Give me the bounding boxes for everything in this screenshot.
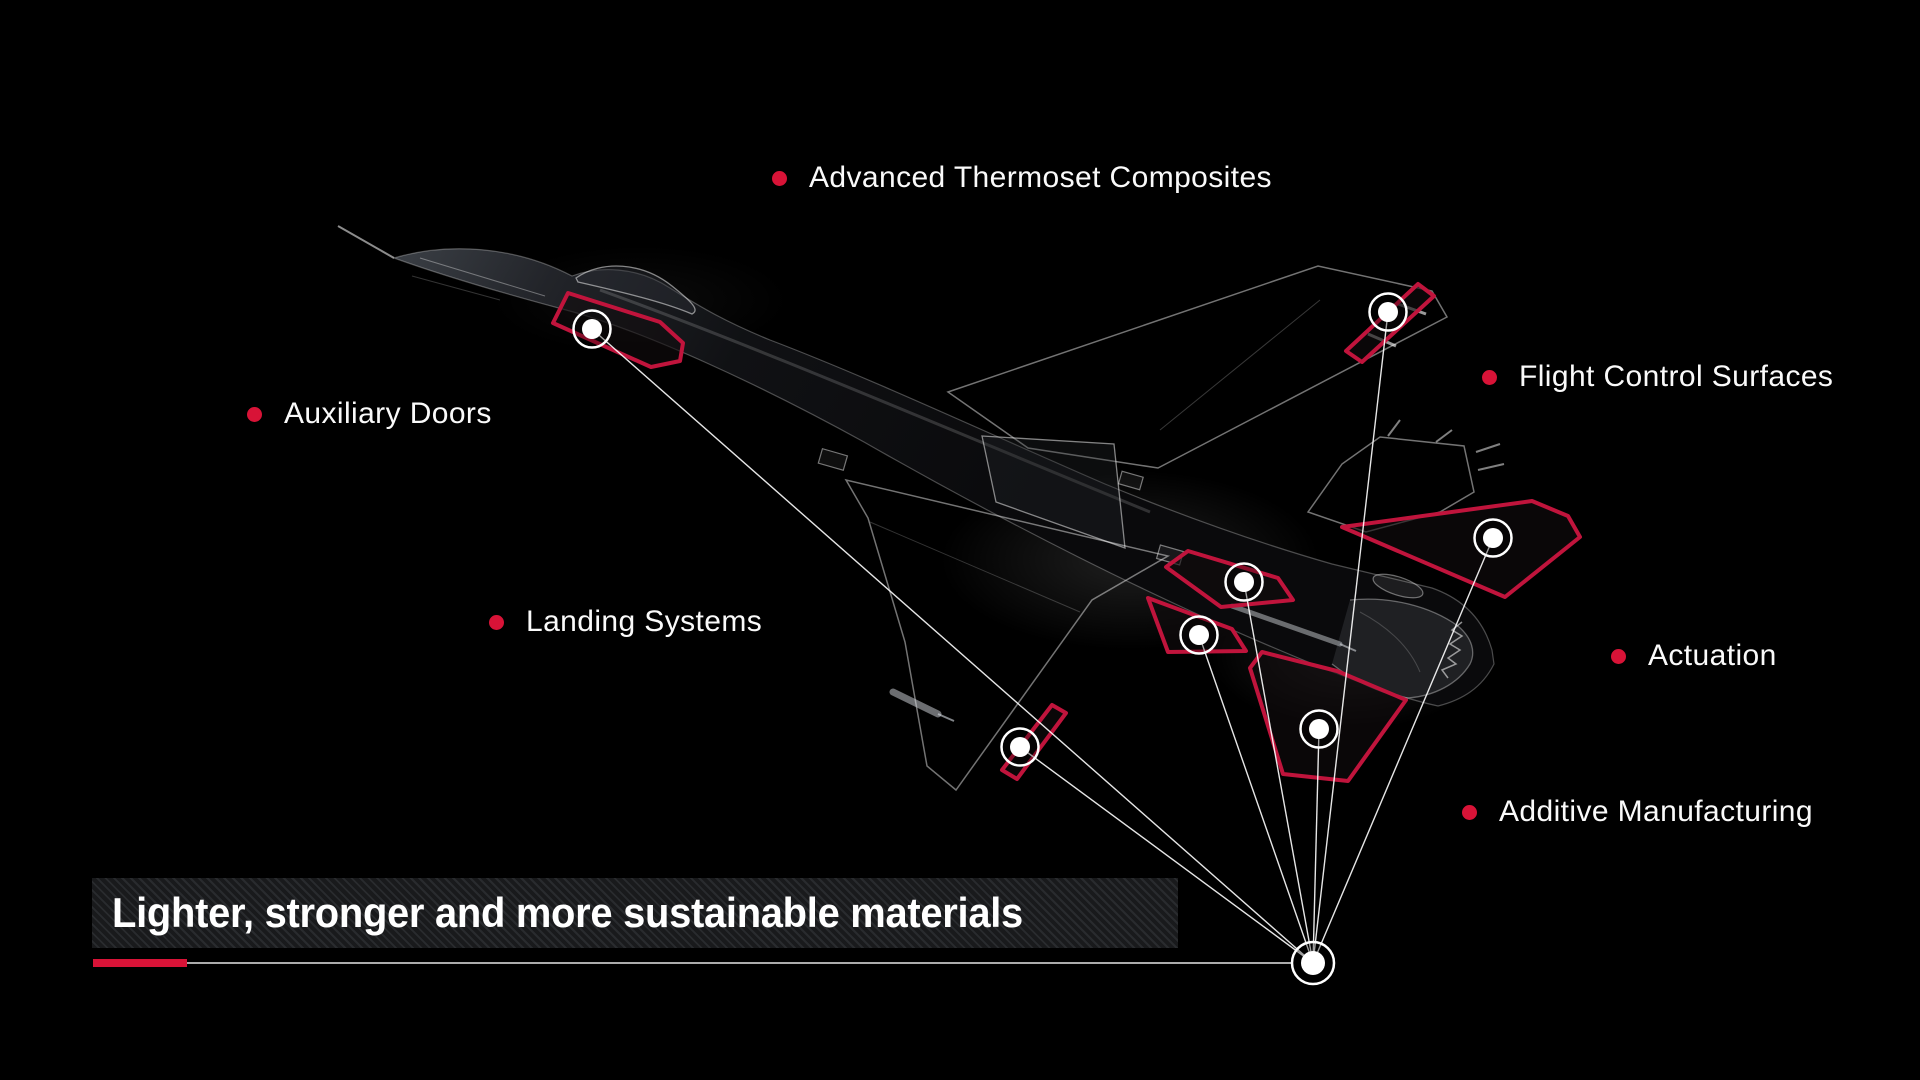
canopy xyxy=(575,265,696,315)
bullet-dot-icon xyxy=(247,406,262,422)
bullet-dot-icon xyxy=(1611,648,1626,664)
nose-highlight xyxy=(411,275,501,301)
hotspot-dot-icon xyxy=(1010,737,1030,757)
callout-actuation: Actuation xyxy=(1611,635,1777,677)
hotspot-dot-icon xyxy=(1301,951,1325,975)
wing-pylon-tip xyxy=(937,713,955,722)
connector-lines xyxy=(591,311,1494,964)
nozzle-shading xyxy=(1359,611,1421,673)
bullet-dot-icon xyxy=(1462,804,1477,820)
hotspot-dot-icon xyxy=(1309,719,1329,739)
highlight-wingtip-flaperon xyxy=(1344,282,1436,364)
connector-line-auxiliary-door-panel xyxy=(591,328,1314,964)
fin-antenna-icon xyxy=(1387,419,1401,437)
callout-landing-systems: Landing Systems xyxy=(489,601,762,643)
highlight-horizontal-stabilizer xyxy=(1340,499,1582,599)
right-wing-panel-line xyxy=(1159,299,1321,431)
accent-bar xyxy=(93,959,187,967)
fin-antenna-icon xyxy=(1435,429,1453,443)
stabilizer-root-fairing xyxy=(1372,573,1424,599)
callout-auxiliary-doors: Auxiliary Doors xyxy=(247,393,492,435)
callout-label: Flight Control Surfaces xyxy=(1519,360,1834,393)
right-wing xyxy=(946,265,1449,469)
connector-line-ventral-flap xyxy=(1312,728,1320,964)
nozzle-serration xyxy=(1440,621,1464,679)
hotspot-marker-mid-fuselage-panel[interactable] xyxy=(1224,562,1264,602)
left-wing-panel-line xyxy=(869,521,1081,613)
fin-tip-probe xyxy=(1475,443,1501,453)
callout-label: Actuation xyxy=(1648,639,1777,672)
bullet-dot-icon xyxy=(489,614,504,630)
callout-additive-manufacturing: Additive Manufacturing xyxy=(1462,791,1813,833)
callout-label: Auxiliary Doors xyxy=(284,397,492,430)
callout-label: Advanced Thermoset Composites xyxy=(809,161,1272,194)
hotspot-dot-icon xyxy=(1189,625,1209,645)
connector-line-wing-flaperon xyxy=(1019,746,1314,964)
hotspot-marker-wing-flaperon[interactable] xyxy=(1000,727,1040,767)
connector-line-horizontal-stabilizer xyxy=(1312,537,1494,964)
hotspot-marker-landing-gear-door[interactable] xyxy=(1179,615,1219,655)
access-panel xyxy=(817,447,849,472)
hotspot-marker-convergence[interactable] xyxy=(1290,940,1336,986)
access-panel xyxy=(1117,470,1144,491)
wing-pylon xyxy=(889,688,942,718)
nose-highlight xyxy=(419,257,546,297)
callout-label: Additive Manufacturing xyxy=(1499,795,1813,828)
left-wing xyxy=(844,478,1171,792)
bullet-dot-icon xyxy=(1482,369,1497,385)
missile-rod-tip xyxy=(1339,643,1357,652)
connector-line-mid-fuselage-panel xyxy=(1243,581,1314,964)
bullet-dot-icon xyxy=(772,170,787,186)
hotspot-marker-ventral-flap[interactable] xyxy=(1299,709,1339,749)
hotspot-dot-icon xyxy=(582,319,602,339)
hotspot-marker-horizontal-stabilizer[interactable] xyxy=(1473,518,1513,558)
hotspot-marker-wingtip-flaperon[interactable] xyxy=(1368,292,1408,332)
slide-title: Lighter, stronger and more sustainable m… xyxy=(112,889,1023,936)
callout-label: Landing Systems xyxy=(526,605,763,638)
connector-line-landing-gear-door xyxy=(1198,634,1314,964)
title-banner: Lighter, stronger and more sustainable m… xyxy=(92,878,1178,948)
connector-line-wingtip-flaperon xyxy=(1312,311,1389,964)
highlight-ventral-flap xyxy=(1248,650,1408,783)
spine-highlight xyxy=(599,288,1151,514)
hotspot-dot-icon xyxy=(1483,528,1503,548)
pitot-boom xyxy=(337,225,395,259)
highlight-mid-fuselage-panel xyxy=(1164,549,1295,609)
hotspot-dot-icon xyxy=(1234,572,1254,592)
fin-tip-probe xyxy=(1477,463,1505,471)
hotspot-marker-auxiliary-door-panel[interactable] xyxy=(572,309,612,349)
callout-flight-control-surfaces: Flight Control Surfaces xyxy=(1482,356,1833,398)
dorsal-panel xyxy=(981,435,1126,549)
hotspot-markers xyxy=(572,292,1513,986)
callout-advanced-thermoset-composites: Advanced Thermoset Composites xyxy=(772,157,1272,199)
hotspot-dot-icon xyxy=(1378,302,1398,322)
highlight-landing-gear-door xyxy=(1146,596,1248,654)
